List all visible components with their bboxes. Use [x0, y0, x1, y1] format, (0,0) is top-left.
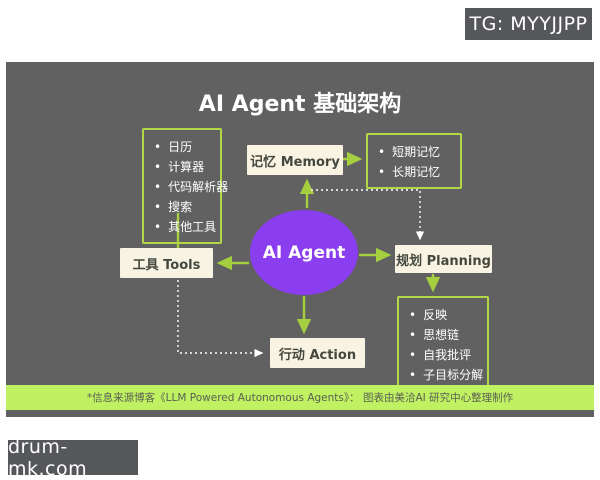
watermark-text: drum-mk.com	[8, 435, 88, 480]
ai-agent-node: AI Agent	[250, 210, 358, 295]
tools-list: 日历 计算器 代码解析器 搜索 其他工具	[142, 128, 228, 244]
planning-list-item: 思想链	[409, 324, 477, 344]
tools-node: 工具 Tools	[120, 248, 213, 278]
telegram-badge: TG: MYYJJPP	[465, 8, 592, 40]
tools-list-item: 其他工具	[154, 216, 216, 236]
memory-node: 记忆 Memory	[247, 145, 343, 175]
planning-list: 反映 思想链 自我批评 子目标分解	[397, 296, 489, 392]
planning-list-item: 反映	[409, 304, 477, 324]
action-node: 行动 Action	[270, 338, 365, 368]
watermark-badge: drum-mk.com	[8, 436, 138, 480]
telegram-badge-text: TG: MYYJJPP	[469, 13, 588, 35]
planning-node: 规划 Planning	[395, 245, 492, 273]
memory-list-item: 长期记忆	[378, 161, 450, 181]
planning-list-item: 自我批评	[409, 344, 477, 364]
dotted-memory-to-planning	[311, 189, 425, 241]
memory-list-item: 短期记忆	[378, 141, 450, 161]
tools-list-item: 日历	[154, 136, 210, 156]
dotted-tools-to-action	[177, 280, 264, 358]
tools-list-item: 计算器	[154, 156, 210, 176]
tools-list-item: 代码解析器	[154, 176, 228, 196]
planning-list-item: 子目标分解	[409, 364, 483, 384]
diagram-title: AI Agent 基础架构	[198, 92, 402, 117]
memory-list: 短期记忆 长期记忆	[366, 133, 462, 189]
source-footer: *信息来源博客《LLM Powered Autonomous Agents》： …	[6, 385, 594, 410]
diagram-panel: AI Agent 基础架构 日历 计算器 代码解析器 搜索 其他工具	[6, 62, 594, 417]
tools-list-item: 搜索	[154, 196, 210, 216]
